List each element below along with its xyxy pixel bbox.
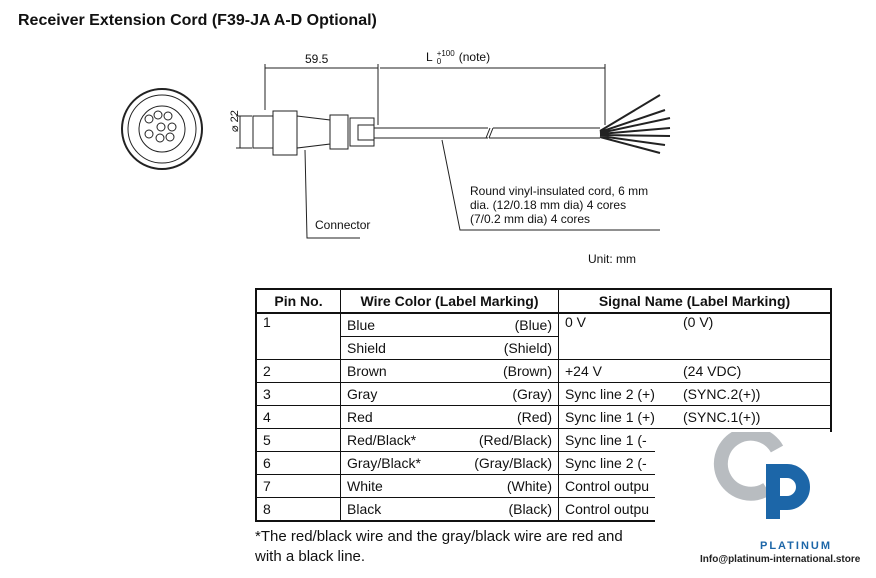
wire-color-label: (Red/Black) <box>478 432 552 448</box>
wire-color-label: (Gray/Black) <box>474 455 552 471</box>
footnote-line: *The red/black wire and the gray/black w… <box>255 528 623 545</box>
wire-color-label: (Blue) <box>514 317 552 333</box>
signal-cell: +24 V (24 VDC) <box>558 359 832 383</box>
wire-color-cell: Brown (Brown) <box>340 359 559 383</box>
signal-label: (24 VDC) <box>683 363 742 379</box>
pin-cell: 4 <box>255 405 341 429</box>
pin-cell: 7 <box>255 474 341 498</box>
signal-cell: Sync line 1 (+) (SYNC.1(+)) <box>558 405 832 429</box>
table-row: 3 Gray (Gray) Sync line 2 (+) (SYNC.2(+)) <box>255 382 832 406</box>
cord-desc-line: dia. (12/0.18 mm dia) 4 cores <box>470 198 627 212</box>
dimension-lines <box>236 64 660 239</box>
signal-name: Sync line 1 (- <box>565 432 647 448</box>
table-row: 1 Blue (Blue) 0 V (0 V) <box>255 312 832 360</box>
pin-cell: 1 <box>255 312 341 360</box>
wire-color: Black <box>347 501 382 517</box>
wire-color: Blue <box>347 317 376 333</box>
cord-description: Round vinyl-insulated cord, 6 mm dia. (1… <box>470 184 648 226</box>
signal-name: +24 V <box>565 363 602 379</box>
table-row: 4 Red (Red) Sync line 1 (+) (SYNC.1(+)) <box>255 405 832 429</box>
signal-name: Sync line 2 (- <box>565 455 647 471</box>
contact-email: Info@platinum-international.store <box>700 554 861 565</box>
signal-name: Sync line 1 (+) <box>565 409 655 425</box>
header-signal: Signal Name (Label Marking) <box>558 288 832 314</box>
cord-desc-line: (7/0.2 mm dia) 4 cores <box>470 212 591 226</box>
pin-cell: 8 <box>255 497 341 522</box>
signal-cell: 0 V (0 V) <box>558 312 832 360</box>
wire-color-cell: White (White) <box>340 474 559 498</box>
pin-cell: 5 <box>255 428 341 452</box>
page-title: Receiver Extension Cord (F39-JA A-D Opti… <box>18 12 377 29</box>
cord-desc-line: Round vinyl-insulated cord, 6 mm <box>470 184 649 198</box>
signal-name: Control outpu <box>565 501 650 517</box>
platinum-logo-icon <box>713 426 810 519</box>
cable <box>374 94 671 154</box>
wire-color-cell: Gray/Black* (Gray/Black) <box>340 451 559 475</box>
wire-color: Shield <box>347 340 386 356</box>
wire-color: White <box>347 478 383 494</box>
pin-cell: 6 <box>255 451 341 475</box>
wire-color-label: (Red) <box>516 409 552 425</box>
wire-color-cell: Blue (Blue) <box>340 312 559 337</box>
wire-color-label: (Brown) <box>502 363 552 379</box>
wire-color-label: (Shield) <box>503 340 552 356</box>
dim-length-symbol: L <box>426 50 433 64</box>
unit-label: Unit: mm <box>588 252 636 266</box>
table-row: 2 Brown (Brown) +24 V (24 VDC) <box>255 359 832 383</box>
connector-face <box>121 88 203 170</box>
wire-color-label: (Gray) <box>512 386 552 402</box>
wire-color: Red/Black* <box>347 432 417 448</box>
dim-connector-length: 59.5 <box>305 52 329 66</box>
wire-color: Red <box>347 409 373 425</box>
signal-label: (SYNC.1(+)) <box>683 409 761 425</box>
tol-lower: 0 <box>436 57 442 66</box>
watermark-overlay <box>655 426 876 573</box>
dim-diameter: ⌀ 22 <box>229 110 241 132</box>
cord-diagram <box>121 64 671 239</box>
footnote-line: with a black line. <box>255 548 366 565</box>
signal-name: Control outpu <box>565 478 650 494</box>
header-pin: Pin No. <box>255 288 341 314</box>
connector-body <box>252 110 375 156</box>
wire-color-cell: Black (Black) <box>340 497 559 522</box>
wire-color-cell: Red/Black* (Red/Black) <box>340 428 559 452</box>
footnote: *The red/black wire and the gray/black w… <box>255 527 623 567</box>
length-note: (note) <box>458 50 491 64</box>
wire-color-cell: Red (Red) <box>340 405 559 429</box>
signal-name: 0 V <box>565 314 587 330</box>
wire-color-cell: Shield (Shield) <box>340 336 559 360</box>
wire-color: Gray <box>347 386 378 402</box>
pin-cell: 3 <box>255 382 341 406</box>
signal-cell: Sync line 2 (+) (SYNC.2(+)) <box>558 382 832 406</box>
wire-color-label: (Black) <box>508 501 552 517</box>
pin-cell: 2 <box>255 359 341 383</box>
wire-color: Brown <box>347 363 387 379</box>
wire-color-label: (White) <box>506 478 552 494</box>
wire-color-cell: Gray (Gray) <box>340 382 559 406</box>
wire-color: Gray/Black* <box>347 455 421 471</box>
tol-upper: +100 <box>436 49 455 58</box>
signal-name: Sync line 2 (+) <box>565 386 655 402</box>
brand-name: PLATINUM <box>760 540 833 552</box>
header-wire-color: Wire Color (Label Marking) <box>340 288 559 314</box>
table-header: Pin No. Wire Color (Label Marking) Signa… <box>255 288 832 314</box>
signal-label: (0 V) <box>683 314 714 330</box>
signal-label: (SYNC.2(+)) <box>683 386 761 402</box>
connector-label: Connector <box>315 218 371 232</box>
